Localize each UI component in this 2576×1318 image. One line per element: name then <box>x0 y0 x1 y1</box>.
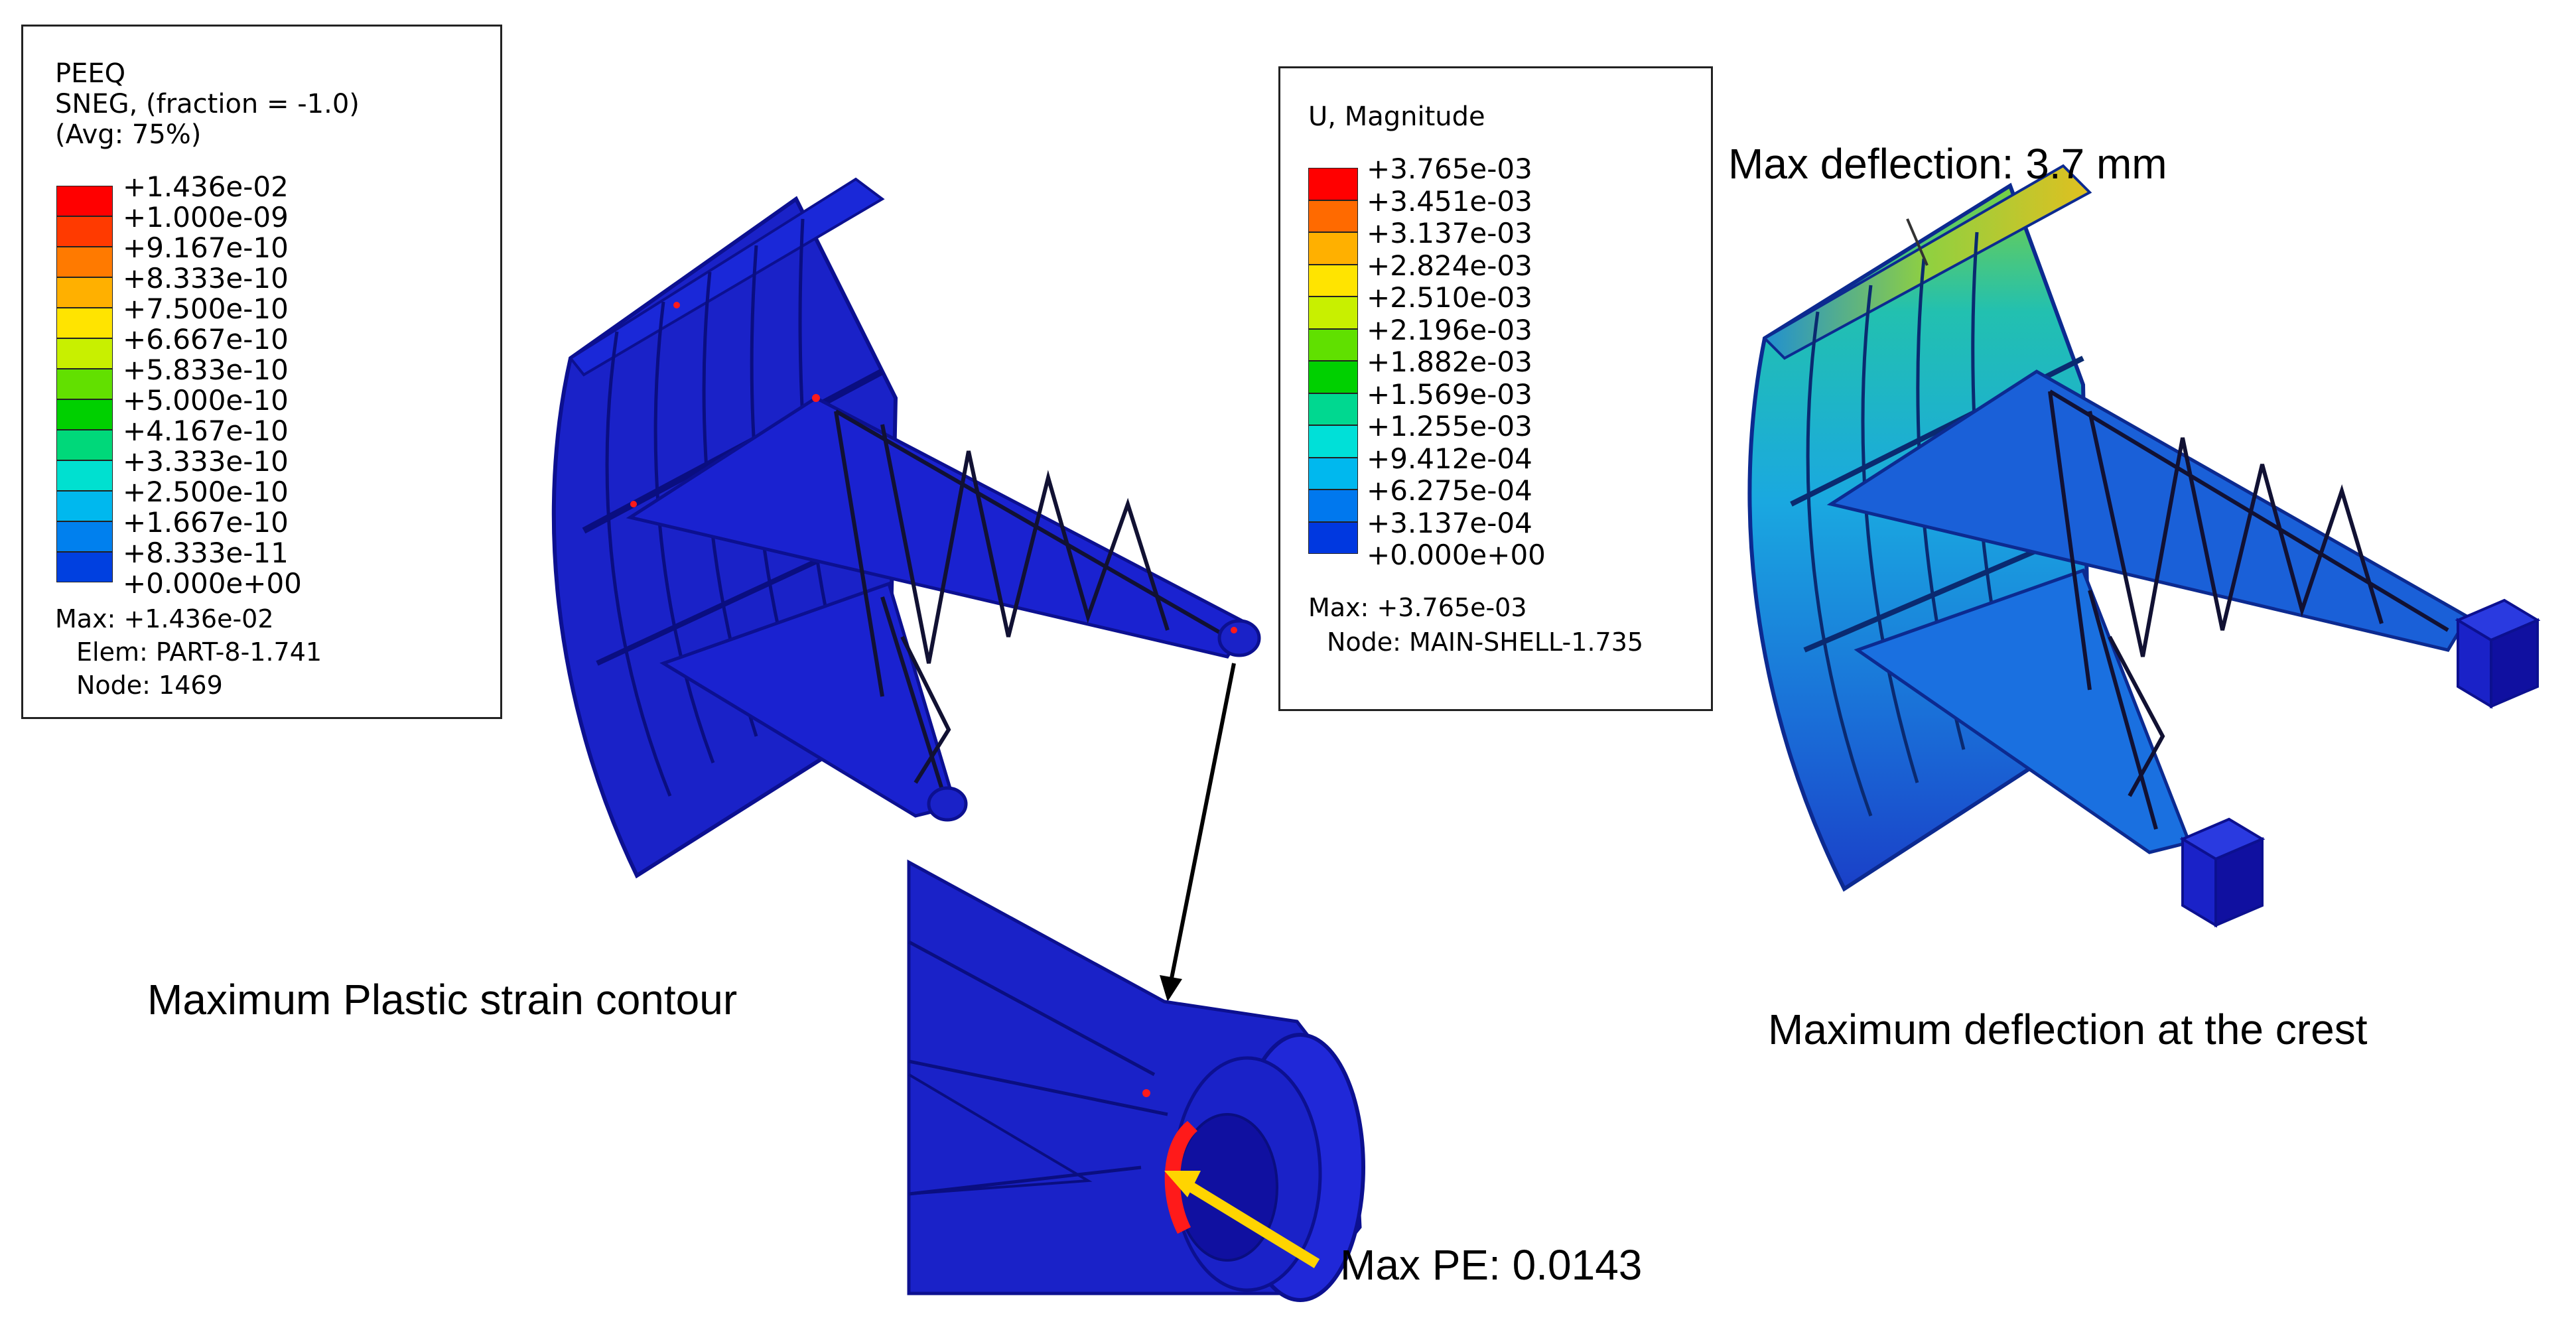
peeq-elem-id: Elem: PART-8-1.741 <box>76 637 322 667</box>
peeq-legend-title: PEEQ <box>55 58 126 89</box>
peeq-tick-label: +8.333e-11 <box>123 537 289 569</box>
u-tick-label: +3.765e-03 <box>1367 153 1532 185</box>
peeq-tick-label: +1.667e-10 <box>123 506 289 539</box>
u-swatch <box>1308 521 1358 554</box>
peeq-swatch <box>56 308 113 338</box>
u-tick-label: +1.569e-03 <box>1367 377 1532 411</box>
peeq-tick-label: +6.667e-10 <box>123 323 289 356</box>
peeq-swatch <box>56 216 113 247</box>
left-caption: Maximum Plastic strain contour <box>147 976 738 1023</box>
peeq-swatch <box>56 521 113 552</box>
peeq-tick-label: +8.333e-10 <box>123 262 289 295</box>
peeq-tick-label: +9.167e-10 <box>123 231 289 264</box>
u-legend-title: U, Magnitude <box>1308 101 1485 132</box>
u-tick-label: +3.451e-03 <box>1367 184 1532 218</box>
max-pe-hotspot <box>1164 1121 1197 1234</box>
peeq-swatch <box>56 460 113 491</box>
peeq-legend-subtitle: SNEG, (fraction = -1.0) <box>55 89 360 119</box>
u-swatch <box>1308 297 1358 329</box>
peeq-tick-label: +5.833e-10 <box>123 354 289 386</box>
u-swatch <box>1308 393 1358 425</box>
right-gate-model <box>1747 164 2541 928</box>
peeq-tick-label: +1.000e-09 <box>123 201 289 233</box>
u-tick-label: +2.510e-03 <box>1367 281 1532 314</box>
u-swatch <box>1308 490 1358 522</box>
left-gate-model <box>551 177 1261 879</box>
u-node-id: Node: MAIN-SHELL-1.735 <box>1327 627 1644 657</box>
peeq-swatch <box>56 491 113 521</box>
peeq-swatch <box>56 369 113 399</box>
peeq-legend: PEEQ SNEG, (fraction = -1.0) (Avg: 75%) … <box>21 25 502 719</box>
peeq-swatch <box>56 430 113 460</box>
u-tick-label: +1.882e-03 <box>1367 346 1532 378</box>
u-tick-label: +0.000e+00 <box>1367 539 1546 571</box>
peeq-swatch <box>56 552 113 582</box>
max-pe-arrow <box>1178 1176 1320 1268</box>
max-deflection-label: Max deflection: 3.7 mm <box>1728 140 2167 188</box>
u-max-value: Max: +3.765e-03 <box>1308 593 1527 622</box>
left-upper-trunnion <box>1217 619 1261 657</box>
u-tick-label: +3.137e-03 <box>1367 217 1532 249</box>
u-swatch <box>1308 168 1358 200</box>
u-swatch <box>1308 200 1358 232</box>
u-swatch <box>1308 264 1358 297</box>
u-swatch <box>1308 425 1358 458</box>
u-tick-label: +1.255e-03 <box>1367 410 1532 442</box>
right-caption: Maximum deflection at the crest <box>1768 1006 2368 1053</box>
u-swatch <box>1308 457 1358 490</box>
zoom-arrow <box>1169 663 1236 982</box>
peeq-max-value: Max: +1.436e-02 <box>55 604 274 633</box>
peeq-swatch <box>56 186 113 216</box>
max-pe-label: Max PE: 0.0143 <box>1340 1241 1643 1289</box>
u-swatch <box>1308 232 1358 265</box>
right-lower-support-box <box>2179 817 2266 928</box>
u-magnitude-legend: U, Magnitude +3.765e-03+3.451e-03+3.137e… <box>1278 66 1713 711</box>
peeq-tick-label: +3.333e-10 <box>123 445 289 478</box>
peeq-tick-label: +4.167e-10 <box>123 415 289 447</box>
peeq-swatch <box>56 277 113 308</box>
peeq-tick-label: +0.000e+00 <box>123 567 302 600</box>
peeq-tick-label: +1.436e-02 <box>123 170 289 203</box>
u-tick-label: +2.196e-03 <box>1367 313 1532 346</box>
u-swatch <box>1308 328 1358 361</box>
peeq-swatch <box>56 338 113 369</box>
trunnion-zoom-detail <box>907 859 1365 1302</box>
u-tick-label: +6.275e-04 <box>1367 474 1532 507</box>
u-tick-label: +2.824e-03 <box>1367 249 1532 282</box>
peeq-legend-avg: (Avg: 75%) <box>55 119 202 150</box>
u-tick-label: +9.412e-04 <box>1367 442 1532 475</box>
peeq-swatch <box>56 247 113 277</box>
peeq-tick-label: +5.000e-10 <box>123 384 289 417</box>
u-swatch <box>1308 361 1358 393</box>
left-lower-trunnion <box>927 786 968 822</box>
peeq-tick-label: +7.500e-10 <box>123 293 289 325</box>
right-upper-support-box <box>2455 598 2541 709</box>
peeq-node-id: Node: 1469 <box>76 671 223 700</box>
peeq-swatch <box>56 399 113 430</box>
peeq-tick-label: +2.500e-10 <box>123 476 289 508</box>
u-tick-label: +3.137e-04 <box>1367 506 1532 539</box>
max-deflection-leader <box>1906 218 1929 266</box>
